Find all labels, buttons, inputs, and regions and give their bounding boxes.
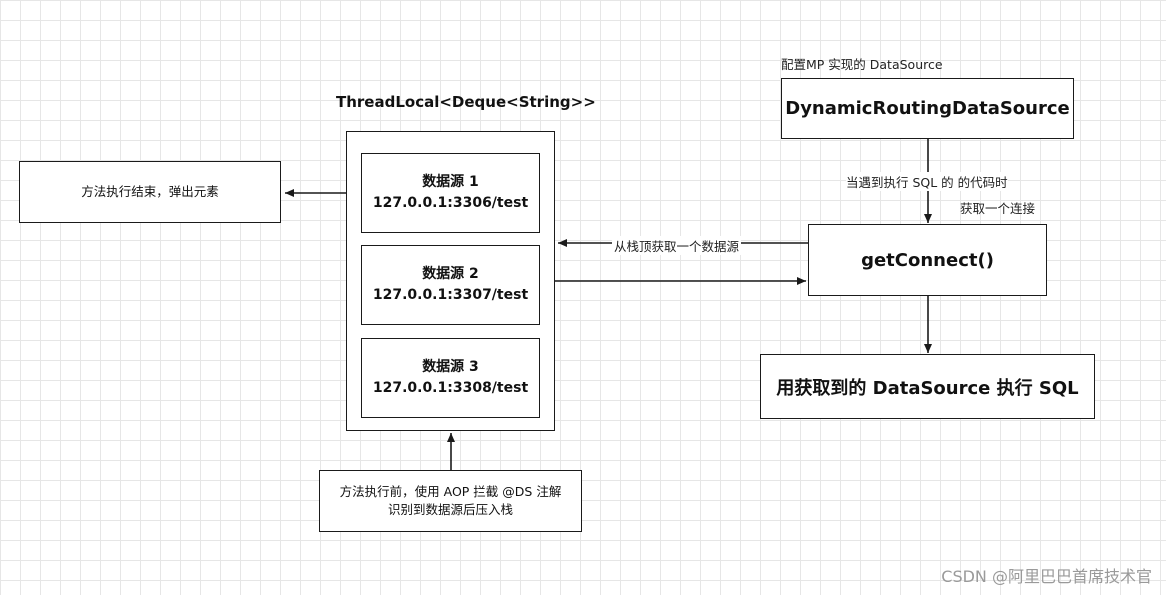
stack-top-label: 从栈顶获取一个数据源: [612, 236, 742, 255]
datasource-box-1: 数据源 1 127.0.0.1:3306/test: [361, 153, 540, 233]
datasource-box-3: 数据源 3 127.0.0.1:3308/test: [361, 338, 540, 418]
execute-sql-text: 用获取到的 DataSource 执行 SQL: [776, 377, 1079, 399]
get-connect-box: getConnect(): [808, 224, 1047, 296]
pop-element-box: 方法执行结束，弹出元素: [19, 161, 281, 223]
datasource-3-name: 数据源 3: [422, 359, 479, 375]
datasource-3-url: 127.0.0.1:3308/test: [372, 380, 529, 396]
push-element-line-2: 识别到数据源后压入栈: [387, 502, 513, 517]
dynamic-routing-datasource-text: DynamicRoutingDataSource: [785, 98, 1070, 119]
encounter-sql-label: 当遇到执行 SQL 的 的代码时: [846, 172, 1008, 191]
push-element-box: 方法执行前，使用 AOP 拦截 @DS 注解 识别到数据源后压入栈: [319, 470, 582, 532]
datasource-2-name: 数据源 2: [422, 266, 479, 282]
datasource-1-url: 127.0.0.1:3306/test: [372, 195, 529, 211]
pop-element-text: 方法执行结束，弹出元素: [81, 184, 219, 199]
stack-title: ThreadLocal<Deque<String>>: [336, 93, 596, 111]
csdn-watermark: CSDN @阿里巴巴首席技术官: [941, 567, 1152, 586]
datasource-1-name: 数据源 1: [422, 174, 479, 190]
dynamic-routing-datasource-box: DynamicRoutingDataSource: [781, 78, 1074, 139]
mp-datasource-label: 配置MP 实现的 DataSource: [781, 57, 943, 72]
get-connection-label: 获取一个连接: [960, 201, 1036, 216]
datasource-2-url: 127.0.0.1:3307/test: [372, 287, 529, 303]
get-connect-text: getConnect(): [861, 249, 994, 271]
push-element-line-1: 方法执行前，使用 AOP 拦截 @DS 注解: [339, 484, 562, 499]
execute-sql-box: 用获取到的 DataSource 执行 SQL: [760, 354, 1095, 419]
datasource-box-2: 数据源 2 127.0.0.1:3307/test: [361, 245, 540, 325]
